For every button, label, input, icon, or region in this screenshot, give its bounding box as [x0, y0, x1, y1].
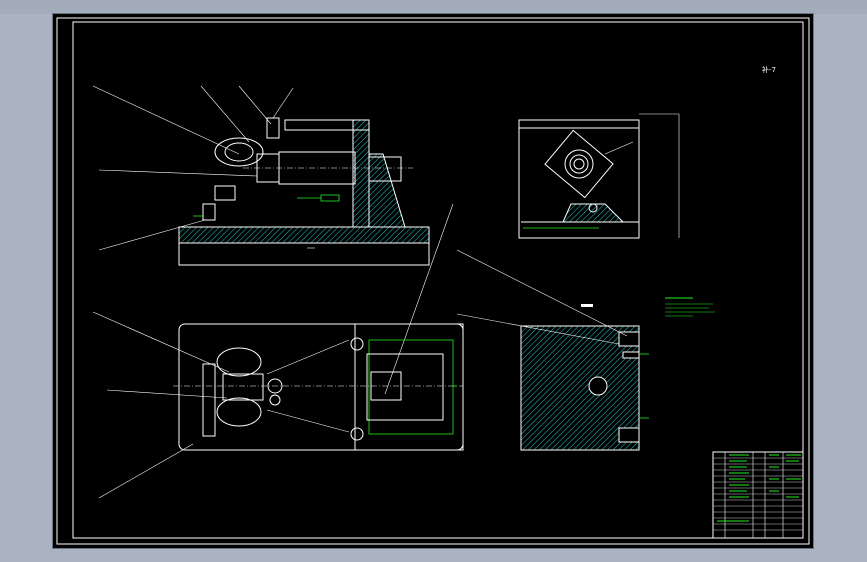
locating-pin — [202, 203, 216, 221]
shaft-end — [368, 156, 402, 182]
leader-2 — [200, 85, 250, 143]
leader-5 — [98, 169, 258, 177]
leader-3 — [238, 85, 272, 125]
drawing-sheet[interactable]: 补-7 — [53, 14, 813, 548]
outer-border — [56, 17, 810, 545]
front-view[interactable] — [92, 85, 454, 395]
cad-canvas[interactable] — [53, 14, 813, 548]
v-block — [562, 203, 625, 223]
leader-4 — [272, 87, 294, 119]
support-rib — [368, 153, 406, 228]
top-workpiece — [216, 347, 262, 377]
top-view[interactable] — [92, 311, 464, 499]
viewport-background — [0, 0, 867, 14]
title-block[interactable] — [712, 451, 804, 539]
section-bore — [588, 376, 608, 396]
top-bar — [284, 119, 370, 131]
leader-1 — [92, 85, 240, 155]
leader-6 — [98, 219, 206, 251]
section-view[interactable] — [456, 249, 717, 451]
base-plate-lower — [178, 242, 430, 266]
bore-outer — [564, 149, 594, 179]
inner-border — [72, 21, 804, 539]
sheet-label: 补-7 — [762, 66, 776, 74]
side-view[interactable] — [518, 113, 680, 239]
rotated-fixture-block — [544, 129, 614, 199]
top-support — [354, 323, 464, 451]
leader-7 — [384, 203, 454, 395]
top-base-plate — [178, 323, 464, 451]
base-plate-section — [178, 226, 430, 244]
workpiece — [214, 137, 264, 167]
